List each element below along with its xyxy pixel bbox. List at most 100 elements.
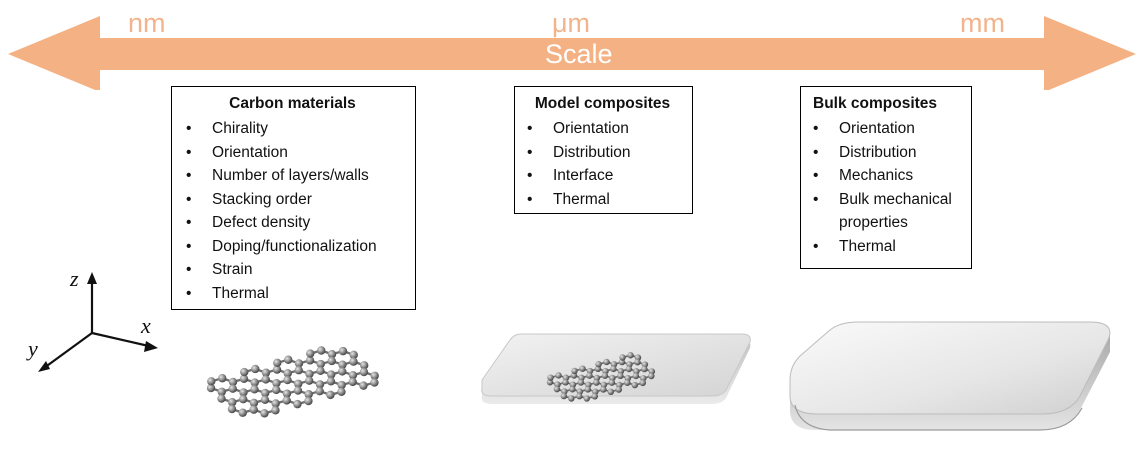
lattice-atom	[631, 381, 638, 389]
list-item: Number of layers/walls	[180, 164, 405, 188]
lattice-atom	[547, 374, 554, 381]
lattice-atom	[283, 369, 292, 378]
lattice-atom	[218, 374, 227, 383]
lattice-atom	[293, 399, 302, 409]
lattice-atom	[601, 372, 609, 379]
lattice-atom	[555, 372, 562, 379]
lattice-atom	[338, 367, 347, 376]
lattice-atom	[316, 359, 325, 369]
lattice-atom	[553, 385, 561, 393]
list-item: Distribution	[521, 141, 684, 165]
lattice-atom	[260, 409, 269, 418]
lattice-atom	[206, 383, 216, 393]
lattice-atom	[305, 376, 314, 385]
lattice-atom	[304, 396, 313, 406]
lattice-atom	[632, 372, 640, 380]
lattice-atom	[294, 359, 304, 368]
lattice-atom	[228, 398, 237, 407]
lattice-atom	[271, 406, 280, 415]
scale-label-nm: nm	[128, 8, 166, 38]
list-item: Mechanics	[807, 164, 965, 188]
embedded-graphene-illustration	[546, 352, 656, 402]
lattice-atom	[359, 381, 368, 390]
lattice-atom	[348, 370, 358, 380]
lattice-atom	[583, 395, 590, 402]
lattice-atom	[327, 350, 337, 359]
lattice-atom	[272, 385, 281, 395]
lattice-atom	[261, 388, 270, 398]
lattice-atom	[560, 392, 568, 400]
lattice-atom	[591, 393, 598, 400]
lattice-atom	[586, 372, 593, 379]
lattice-atom	[349, 350, 358, 360]
card-carbon-materials: Carbon materials Chirality Orientation N…	[171, 86, 416, 310]
scale-label-mm: mm	[960, 8, 1005, 38]
lattice-atom	[370, 378, 379, 387]
lattice-atom	[569, 386, 576, 393]
lattice-atom	[250, 378, 259, 387]
lattice-atom	[282, 396, 291, 405]
card-model-composites: Model composites Orientation Distributio…	[514, 86, 693, 214]
double-headed-arrow-shape	[8, 16, 1136, 90]
lattice-atom	[615, 386, 622, 393]
lattice-atom	[625, 365, 633, 373]
lattice-atom	[293, 386, 303, 395]
lattice-atom	[304, 390, 313, 399]
lattice-atom	[338, 360, 347, 369]
lattice-atom	[327, 370, 336, 379]
list-item: Orientation	[521, 117, 684, 141]
lattice-atom	[294, 379, 303, 388]
lattice-atom	[306, 349, 315, 358]
axis-label-y: y	[26, 336, 38, 361]
lattice-atom	[327, 356, 336, 366]
lattice-atom	[315, 386, 324, 396]
property-list: Orientation Distribution Mechanics Bulk …	[807, 117, 965, 258]
lattice-atom	[348, 377, 357, 387]
axis-label-z: z	[69, 266, 79, 291]
list-item: Strain	[180, 258, 405, 282]
lattice-atom	[317, 346, 326, 355]
lattice-atom	[326, 377, 336, 386]
lattice-atom	[282, 389, 292, 398]
lattice-atom	[283, 375, 292, 385]
lattice-atom	[217, 394, 226, 403]
list-item: Thermal	[521, 188, 684, 212]
lattice-atom	[627, 352, 634, 359]
lattice-atom	[272, 365, 282, 374]
lattice-atom	[249, 398, 259, 408]
card-title: Carbon materials	[229, 95, 356, 112]
model-composite-slab	[481, 333, 751, 404]
y-axis	[43, 332, 93, 369]
lattice-atom	[610, 365, 617, 373]
lattice-atom	[562, 379, 569, 386]
lattice-atom	[326, 390, 335, 400]
list-item: Chirality	[180, 117, 405, 141]
lattice-atom	[315, 380, 325, 389]
lattice-atom	[617, 372, 624, 380]
lattice-atom	[648, 372, 655, 380]
y-arrowhead	[38, 361, 50, 372]
lattice-atom	[240, 367, 249, 377]
x-arrowhead	[144, 341, 158, 352]
list-item: Bulk mechanical properties	[807, 188, 965, 235]
scale-title: Scale	[545, 39, 613, 69]
property-list: Chirality Orientation Number of layers/w…	[180, 117, 405, 305]
lattice-atom	[239, 374, 249, 384]
lattice-atom	[639, 379, 646, 387]
list-item: Thermal	[807, 235, 965, 259]
lattice-atom	[608, 379, 616, 386]
axis-label-x: x	[140, 313, 151, 338]
list-item: Defect density	[180, 211, 405, 235]
lattice-atom	[338, 346, 348, 356]
lattice-atom	[634, 358, 641, 366]
card-title: Model composites	[534, 95, 671, 112]
lattice-atom	[619, 354, 626, 361]
lattice-atom	[261, 368, 271, 377]
lattice-atom	[249, 405, 258, 414]
lattice-atom	[370, 371, 379, 380]
lattice-atom	[337, 387, 346, 396]
lattice-atom	[593, 379, 600, 386]
lattice-atom	[359, 367, 369, 377]
lattice-atom	[273, 358, 282, 368]
